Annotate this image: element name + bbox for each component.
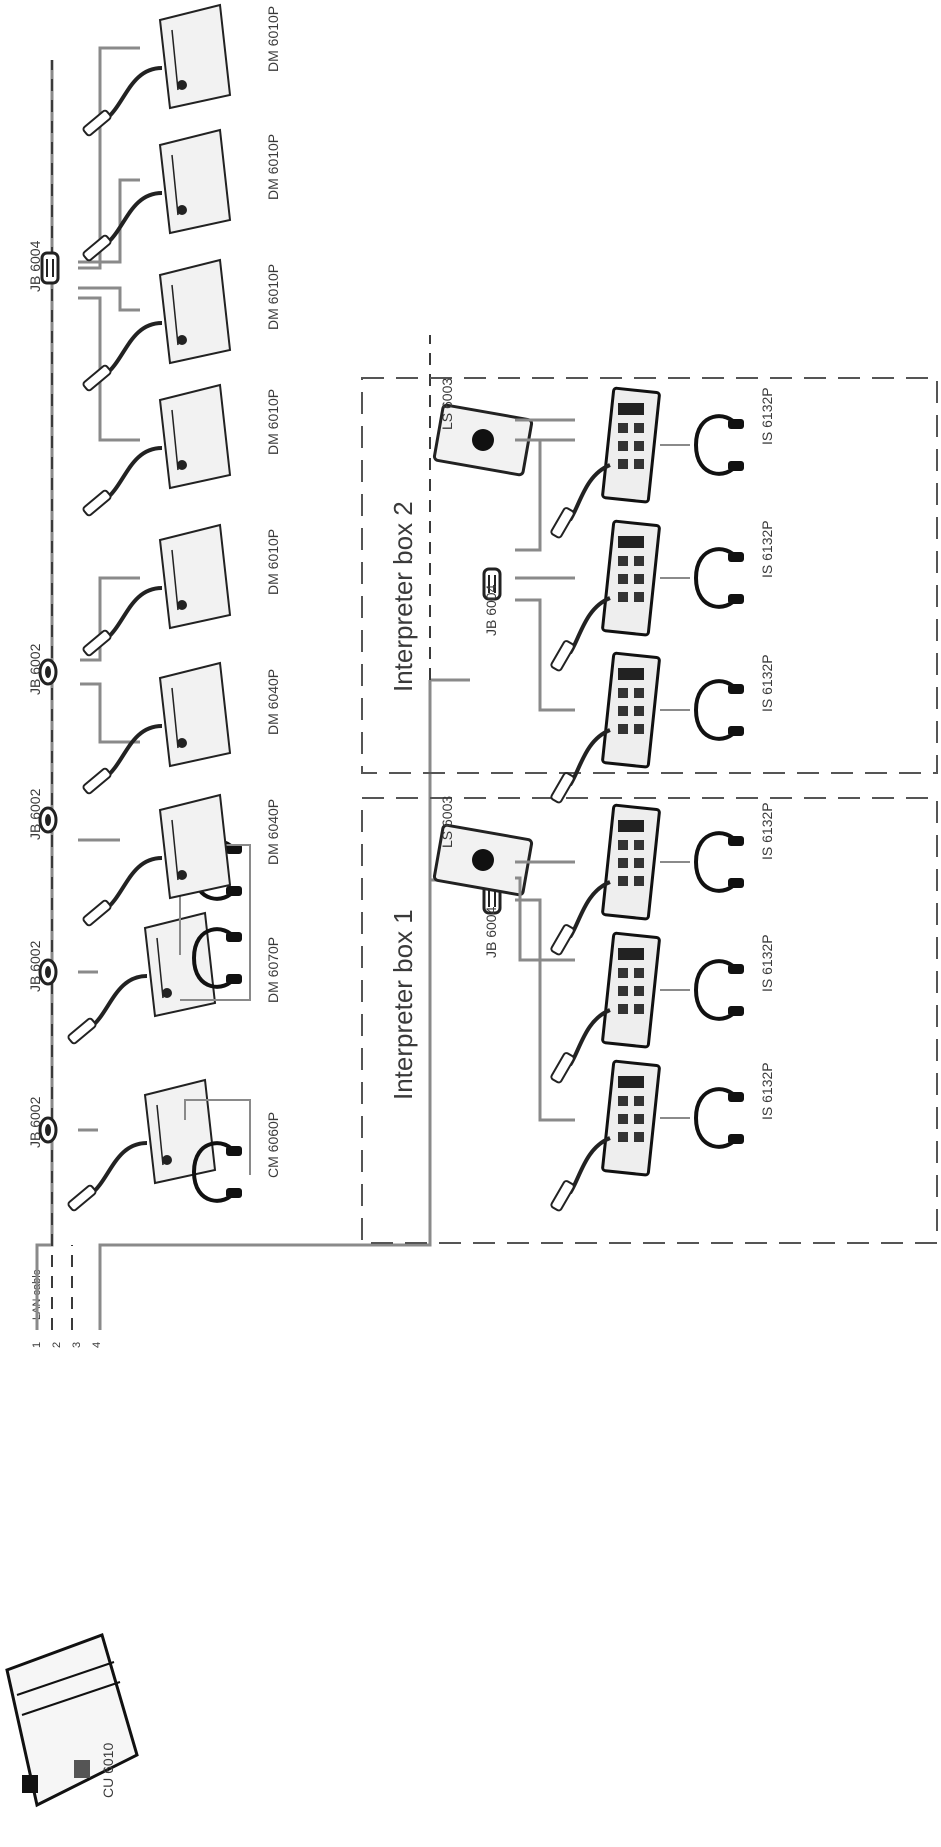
delegate-unit-icon	[65, 911, 217, 1047]
interpreter-desk-icon	[548, 651, 662, 806]
delegate-unit-icon	[80, 793, 232, 929]
interpreter-box-title: Interpreter box 2	[388, 501, 418, 692]
junction-label: JB 6004	[483, 584, 499, 636]
desk-label: IS 6132P	[759, 1062, 775, 1120]
central-unit-icon	[5, 1633, 139, 1808]
loudspeaker-label: LS 6003	[439, 378, 455, 430]
headphone-icon	[694, 414, 746, 476]
desk-label: IS 6132P	[759, 934, 775, 992]
delegate-unit-icon	[80, 383, 232, 519]
headphone-icon	[694, 1087, 746, 1149]
interpreter-desk-icon	[548, 519, 662, 674]
interpreter-desk-icon	[548, 931, 662, 1086]
headphone-icon	[694, 831, 746, 893]
headphone-icon	[694, 679, 746, 741]
lan-number: 2	[51, 1342, 63, 1348]
delegate-unit-icon	[80, 128, 232, 264]
interpreter-desk-icon	[548, 386, 662, 541]
loudspeaker-label: LS 6003	[439, 796, 455, 848]
unit-label: DM 6010P	[265, 134, 281, 200]
junction-box-icon	[40, 251, 60, 285]
interpreter-box-1-border	[361, 797, 938, 1244]
desk-label: IS 6132P	[759, 802, 775, 860]
lan-number: 1	[31, 1342, 43, 1348]
unit-label: DM 6040P	[265, 669, 281, 735]
headphone-icon	[694, 959, 746, 1021]
interpreter-desk-icon	[548, 1059, 662, 1214]
unit-label: DM 6070P	[265, 937, 281, 1003]
unit-label: CM 6060P	[265, 1112, 281, 1178]
lan-number: 3	[71, 1342, 83, 1348]
central-unit-label: CU 6010	[100, 1743, 116, 1798]
delegate-unit-icon	[80, 258, 232, 394]
desk-label: IS 6132P	[759, 387, 775, 445]
interpreter-box-2-border	[361, 377, 938, 774]
unit-label: DM 6010P	[265, 389, 281, 455]
unit-label: DM 6010P	[265, 6, 281, 72]
unit-label: DM 6040P	[265, 799, 281, 865]
unit-label: DM 6010P	[265, 529, 281, 595]
lan-number: 4	[91, 1342, 103, 1348]
delegate-unit-icon	[80, 523, 232, 659]
headphone-icon	[694, 547, 746, 609]
interpreter-desk-icon	[548, 803, 662, 958]
junction-label: JB 6004	[483, 906, 499, 958]
junction-label: JB 6002	[27, 1096, 43, 1148]
desk-label: IS 6132P	[759, 654, 775, 712]
interpreter-box-title: Interpreter box 1	[388, 909, 418, 1100]
junction-label: JB 6002	[27, 643, 43, 695]
junction-label: JB 6002	[27, 788, 43, 840]
desk-label: IS 6132P	[759, 520, 775, 578]
junction-label: JB 6004	[27, 240, 43, 292]
junction-label: JB 6002	[27, 940, 43, 992]
delegate-unit-icon	[80, 661, 232, 797]
unit-label: DM 6010P	[265, 264, 281, 330]
delegate-unit-icon	[80, 3, 232, 139]
